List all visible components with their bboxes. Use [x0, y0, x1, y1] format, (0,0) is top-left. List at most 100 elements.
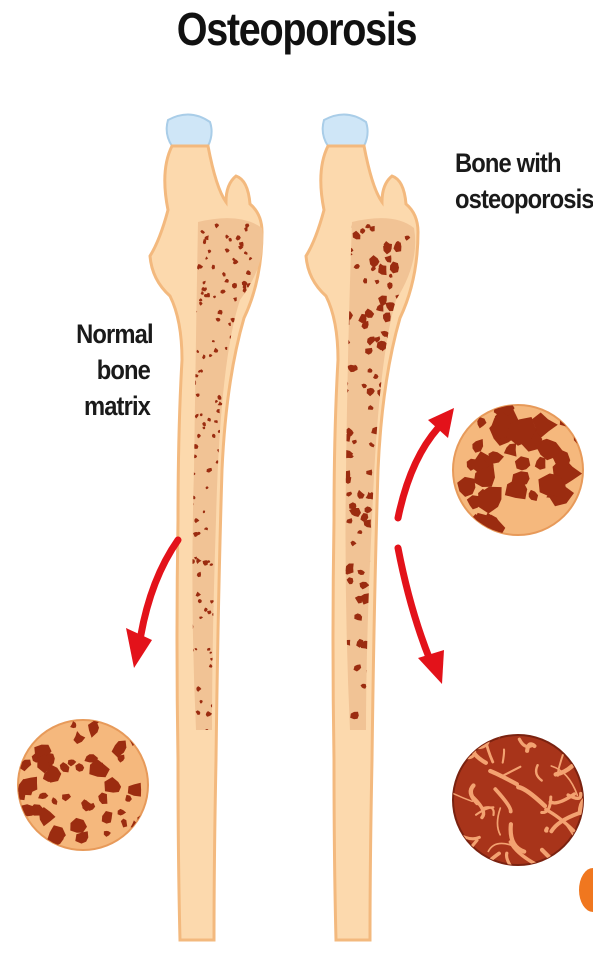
osteoporosis-bone — [306, 114, 422, 940]
pore — [387, 550, 394, 556]
pore — [231, 677, 233, 679]
pore — [243, 606, 247, 610]
pore — [243, 342, 246, 347]
pore — [244, 336, 249, 340]
pore — [229, 616, 233, 620]
pore — [395, 396, 399, 402]
pore — [257, 384, 260, 387]
pore — [259, 629, 263, 633]
matrix-hole — [459, 527, 474, 536]
pore — [234, 384, 240, 389]
pore — [244, 626, 247, 629]
pore — [390, 523, 401, 532]
pore — [381, 590, 387, 598]
matrix-hole — [553, 524, 563, 533]
pore — [222, 580, 226, 584]
pore — [254, 653, 260, 658]
pore — [245, 520, 250, 525]
arrow-to-osteoporosis-detail-bottom — [398, 548, 444, 684]
pore — [392, 451, 396, 456]
pore — [245, 375, 251, 380]
pore — [228, 691, 231, 693]
pore — [401, 701, 407, 708]
pore — [414, 373, 421, 382]
pore — [383, 712, 388, 718]
matrix-hole — [135, 724, 147, 735]
pore — [400, 530, 410, 540]
pore — [258, 474, 262, 479]
pore — [221, 666, 224, 669]
pore — [259, 628, 264, 633]
matrix-hole — [560, 406, 587, 428]
pore — [400, 346, 412, 354]
pore — [241, 593, 245, 597]
pore — [250, 432, 255, 436]
pore — [243, 723, 249, 728]
pore — [387, 500, 395, 509]
pore — [375, 656, 384, 665]
pore — [250, 665, 254, 669]
pore — [243, 671, 246, 674]
pore — [416, 392, 421, 396]
pore — [384, 462, 391, 470]
pore — [249, 659, 252, 662]
pore — [392, 633, 398, 638]
pore — [250, 648, 255, 652]
pore — [248, 567, 252, 571]
pore — [246, 365, 250, 369]
pore — [234, 563, 239, 568]
pore — [406, 542, 416, 553]
pore — [242, 413, 246, 418]
matrix-hole — [129, 832, 137, 841]
pore — [258, 532, 261, 535]
pore — [249, 699, 253, 703]
matrix-hole — [25, 717, 35, 726]
pore — [394, 419, 400, 425]
pore — [228, 460, 232, 464]
pore — [411, 451, 415, 455]
pore — [244, 628, 250, 633]
pore — [402, 652, 413, 662]
pore — [259, 549, 262, 552]
pore — [392, 658, 401, 667]
pore — [381, 601, 393, 613]
pore — [225, 656, 230, 661]
pore — [260, 478, 263, 481]
pore — [247, 469, 251, 473]
pore — [386, 422, 392, 427]
pore — [407, 348, 414, 356]
pore — [402, 674, 411, 684]
pore — [238, 519, 241, 523]
pore — [390, 531, 396, 538]
pore — [246, 696, 250, 701]
pore — [389, 468, 394, 473]
arrow-to-normal-detail — [126, 540, 178, 668]
pore — [246, 426, 250, 430]
pore — [399, 458, 406, 464]
normal-bone-matrix-detail — [14, 717, 152, 854]
pore — [241, 624, 245, 627]
pore — [252, 367, 257, 372]
pore — [263, 479, 267, 483]
pore — [260, 373, 263, 377]
pore — [258, 565, 261, 568]
pore — [388, 528, 398, 536]
pore — [261, 442, 265, 447]
pore — [228, 426, 233, 431]
pore — [219, 672, 224, 677]
pore — [224, 499, 227, 503]
pore — [253, 410, 258, 416]
matrix-hole — [43, 846, 52, 854]
pore — [389, 722, 393, 727]
pore — [251, 337, 254, 340]
pore — [257, 559, 260, 562]
pore — [257, 296, 261, 300]
pore — [410, 693, 418, 701]
pore — [260, 359, 264, 363]
pore — [399, 649, 403, 654]
pore — [241, 586, 246, 589]
pore — [414, 374, 420, 381]
pore — [397, 484, 403, 488]
pore — [255, 529, 258, 532]
pore — [240, 724, 245, 729]
